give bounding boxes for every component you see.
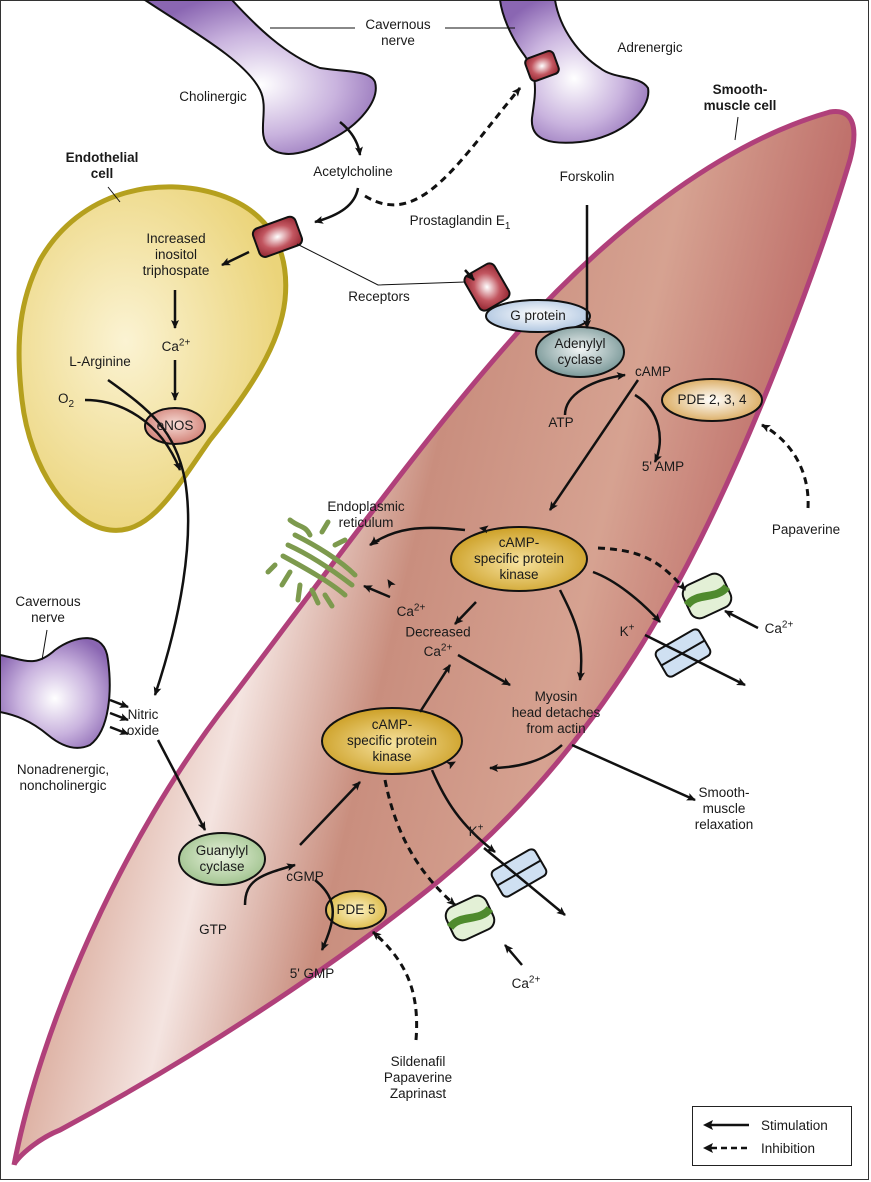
legend: Stimulation Inhibition — [692, 1106, 852, 1166]
ca-lower-channel-label: Ca2+ — [511, 974, 541, 991]
adenylyl-cyclase-label: Adenylyl cyclase — [554, 336, 606, 367]
endoplasmic-reticulum-label: Endoplasmic reticulum — [327, 499, 405, 530]
legend-inhibition: Inhibition — [703, 1138, 815, 1158]
dashed-arrow-icon — [703, 1143, 749, 1153]
o2-label: O2 — [57, 391, 75, 410]
stimulation-arrows — [84, 121, 759, 966]
pde234-label: PDE 2, 3, 4 — [677, 392, 747, 407]
nanc-nerve — [0, 637, 111, 749]
increased-ip3-label: Increased inositol triphospate — [142, 231, 210, 278]
camp-kinase-upper-label: cAMP- specific protein kinase — [473, 535, 565, 582]
nitric-oxide-label: Nitric oxide — [126, 707, 160, 738]
endothelial-cell — [16, 184, 289, 533]
adenylyl-cyclase-node — [535, 326, 625, 378]
five-gmp-label: 5' GMP — [289, 966, 335, 981]
cgmp-label: cGMP — [286, 869, 324, 884]
cholinergic-label: Cholinergic — [179, 89, 247, 104]
nanc-label: Nonadrenergic, noncholinergic — [16, 762, 110, 793]
smooth-muscle-relaxation-label: Smooth- muscle relaxation — [694, 785, 754, 832]
calcium-channel-lower — [444, 894, 496, 942]
solid-arrow-icon — [703, 1120, 749, 1130]
papaverine-label: Papaverine — [771, 522, 841, 537]
smooth-muscle-cell — [11, 109, 857, 1167]
calcium-channel-upper — [681, 572, 733, 620]
camp-kinase-upper — [450, 526, 588, 592]
smooth-muscle-cell-label: Smooth- muscle cell — [703, 82, 777, 113]
forskolin-label: Forskolin — [559, 169, 615, 184]
legend-stimulation: Stimulation — [703, 1115, 828, 1135]
atp-label: ATP — [548, 415, 574, 430]
pde234-node — [661, 378, 763, 422]
pde5-label: PDE 5 — [336, 902, 376, 917]
receptor-adrenergic — [524, 50, 560, 82]
pde5-node — [325, 890, 387, 930]
l-arginine-label: L-Arginine — [69, 354, 131, 369]
camp-label: cAMP — [634, 364, 672, 379]
enos-label: eNOS — [156, 418, 194, 433]
endothelial-cell-label: Endothelial cell — [65, 150, 139, 181]
acetylcholine-label: Acetylcholine — [313, 164, 393, 179]
receptor-prostaglandin — [463, 262, 511, 312]
k-upper-label: K+ — [619, 622, 635, 639]
legend-stimulation-label: Stimulation — [761, 1117, 828, 1133]
g-protein-label: G protein — [510, 308, 566, 323]
endoplasmic-reticulum-icon — [265, 517, 358, 609]
receptor-endothelial — [251, 215, 304, 258]
legend-inhibition-label: Inhibition — [761, 1140, 816, 1156]
leader-lines — [41, 27, 739, 661]
gtp-label: GTP — [199, 922, 227, 937]
guanylyl-cyclase-node — [178, 832, 266, 886]
adrenergic-nerve — [498, 0, 650, 144]
potassium-channel-lower — [490, 848, 548, 898]
inhibition-arrows — [364, 87, 810, 1041]
cavernous-nerve-left-label: Cavernous nerve — [15, 594, 81, 625]
ca-endothelial-label: Ca2+ — [161, 337, 191, 354]
guanylyl-cyclase-label: Guanylyl cyclase — [195, 843, 249, 874]
pde5-inhibitors-label: Sildenafil Papaverine Zaprinast — [383, 1054, 453, 1101]
camp-kinase-lower — [321, 707, 463, 775]
ca-er-label: Ca2+ — [396, 602, 426, 619]
k-lower-label: K+ — [468, 822, 484, 839]
camp-kinase-lower-label: cAMP- specific protein kinase — [346, 717, 438, 764]
cholinergic-nerve — [143, 0, 377, 155]
prostaglandin-label: Prostaglandin E1 — [409, 213, 511, 232]
five-amp-label: 5' AMP — [641, 459, 685, 474]
g-protein-node — [485, 299, 591, 333]
myosin-label: Myosin head detaches from actin — [511, 689, 601, 736]
adrenergic-label: Adrenergic — [617, 40, 683, 55]
ca-upper-channel-label: Ca2+ — [764, 619, 794, 636]
receptors-label: Receptors — [348, 289, 410, 304]
cavernous-nerve-top-label: Cavernous nerve — [365, 17, 431, 48]
